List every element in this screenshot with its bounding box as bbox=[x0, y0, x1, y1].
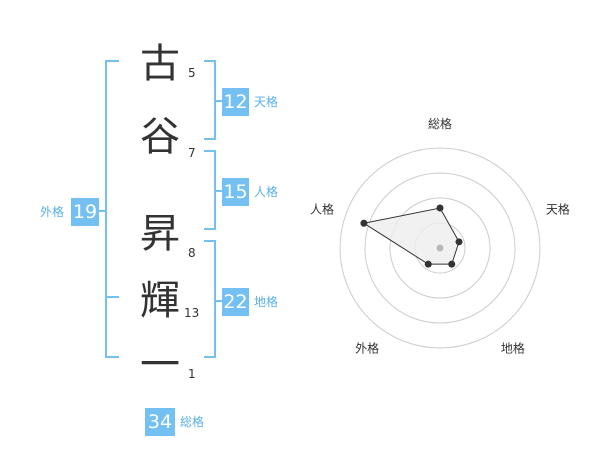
name-character-1: 古 bbox=[140, 41, 180, 87]
gaikaku-label: 外格 bbox=[40, 205, 65, 219]
radar-point-4 bbox=[360, 219, 368, 227]
radar-polygon bbox=[362, 207, 460, 265]
radar-point-0 bbox=[436, 204, 444, 212]
radar-ring-2 bbox=[389, 197, 491, 299]
radar-axis-label-0: 総格 bbox=[428, 116, 452, 131]
stroke-count-1: 5 bbox=[188, 66, 196, 80]
tenkaku-value-badge: 12 bbox=[222, 88, 249, 116]
radar-center-point bbox=[436, 244, 444, 252]
soukaku-value-badge: 34 bbox=[145, 408, 175, 436]
radar-point-3 bbox=[424, 260, 432, 268]
chikaku-label: 地格 bbox=[254, 295, 279, 309]
stroke-count-2: 7 bbox=[188, 146, 196, 160]
soukaku-label: 総格 bbox=[180, 415, 205, 429]
tenkaku-label: 天格 bbox=[254, 95, 279, 109]
radar-axis-label-3: 外格 bbox=[355, 340, 379, 355]
name-character-4: 輝 bbox=[140, 278, 180, 324]
radar-axis-label-2: 地格 bbox=[501, 340, 525, 355]
name-character-5: 一 bbox=[140, 342, 180, 388]
radar-axis-label-1: 天格 bbox=[546, 202, 570, 217]
jinkaku-label: 人格 bbox=[254, 185, 279, 199]
radar-ring-4 bbox=[339, 147, 541, 349]
gaikaku-value-badge: 19 bbox=[71, 198, 99, 226]
name-character-3: 昇 bbox=[140, 211, 180, 257]
stroke-count-4: 13 bbox=[184, 306, 200, 320]
jinkaku-value-badge: 15 bbox=[222, 178, 249, 206]
radar-point-1 bbox=[455, 238, 463, 246]
radar-point-2 bbox=[448, 260, 456, 268]
stroke-count-5: 1 bbox=[188, 367, 196, 381]
radar-axis-label-4: 人格 bbox=[310, 202, 334, 217]
chikaku-value-badge: 22 bbox=[222, 288, 249, 316]
name-character-2: 谷 bbox=[140, 114, 180, 160]
stroke-count-3: 8 bbox=[188, 246, 196, 260]
radar-ring-3 bbox=[364, 172, 516, 324]
